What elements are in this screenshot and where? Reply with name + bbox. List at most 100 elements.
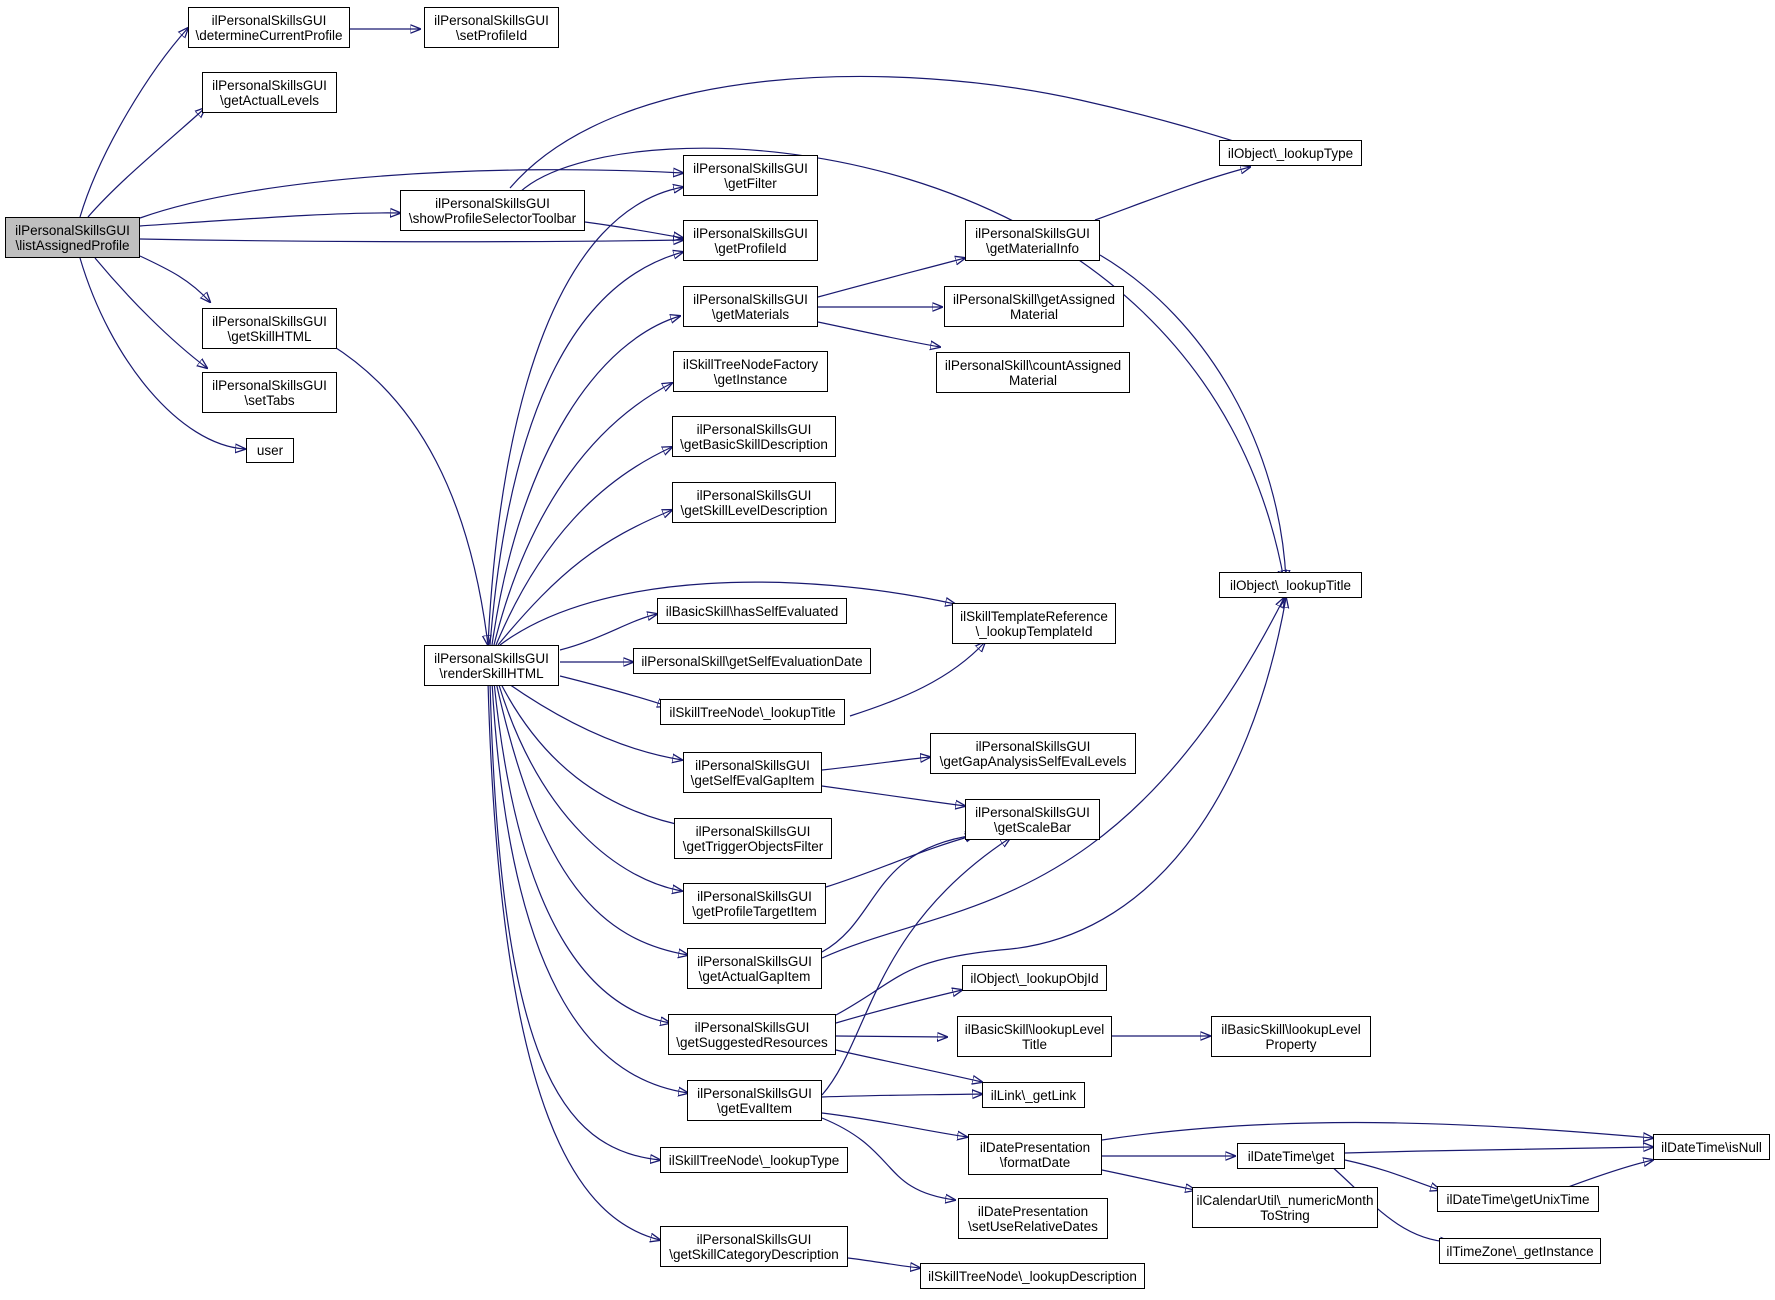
node-object-lookup-title[interactable]: ilObject\_lookupTitle: [1219, 572, 1362, 598]
node-label: ilPersonalSkillsGUI: [434, 650, 549, 666]
edge: [497, 510, 672, 646]
node-label: ilPersonalSkillsGUI: [693, 160, 808, 176]
node-list-assigned-profile[interactable]: ilPersonalSkillsGUI\listAssignedProfile: [5, 217, 140, 258]
edge: [489, 252, 683, 646]
node-get-skill-html[interactable]: ilPersonalSkillsGUI\getSkillHTML: [202, 308, 337, 349]
node-date-time-get[interactable]: ilDateTime\get: [1237, 1143, 1345, 1169]
node-set-profile-id[interactable]: ilPersonalSkillsGUI\setProfileId: [424, 7, 559, 48]
node-get-skill-category-description[interactable]: ilPersonalSkillsGUI\getSkillCategoryDesc…: [660, 1226, 848, 1267]
node-label: ilSkillTreeNodeFactory: [682, 356, 819, 372]
node-get-scale-bar[interactable]: ilPersonalSkillsGUI\getScaleBar: [965, 799, 1100, 840]
edges: [79, 28, 1653, 1268]
node-label: ilObject\_lookupType: [1227, 145, 1354, 161]
node-get-profile-target-item[interactable]: ilPersonalSkillsGUI\getProfileTargetItem: [683, 883, 826, 924]
node-set-use-relative-dates[interactable]: ilDatePresentation\setUseRelativeDates: [958, 1198, 1108, 1239]
node-get-gap-analysis-self-eval-levels[interactable]: ilPersonalSkillsGUI\getGapAnalysisSelfEv…: [930, 733, 1136, 774]
node-determine-current-profile[interactable]: ilPersonalSkillsGUI\determineCurrentProf…: [188, 7, 350, 48]
edge: [821, 757, 930, 771]
node-format-date[interactable]: ilDatePresentation\formatDate: [968, 1134, 1102, 1175]
edge: [519, 147, 1284, 580]
edge: [493, 681, 670, 1023]
node-label: ilSkillTreeNode\_lookupType: [668, 1152, 840, 1168]
edge: [497, 681, 682, 891]
node-object-lookup-type[interactable]: ilObject\_lookupType: [1219, 140, 1362, 166]
node-get-actual-levels[interactable]: ilPersonalSkillsGUI\getActualLevels: [202, 72, 337, 113]
node-label: ilBasicSkill\hasSelfEvaluated: [665, 603, 839, 619]
node-label: \setTabs: [244, 392, 295, 408]
node-label: ilBasicSkill\lookupLevel: [964, 1021, 1105, 1037]
node-label: \showProfileSelectorToolbar: [408, 210, 577, 226]
node-label: ilSkillTemplateReference: [960, 608, 1108, 624]
node-get-unix-time[interactable]: ilDateTime\getUnixTime: [1437, 1186, 1599, 1212]
node-lookup-obj-id[interactable]: ilObject\_lookupObjId: [962, 965, 1107, 991]
node-show-profile-selector-toolbar[interactable]: ilPersonalSkillsGUI\showProfileSelectorT…: [400, 190, 585, 231]
node-get-actual-gap-item[interactable]: ilPersonalSkillsGUI\getActualGapItem: [687, 948, 822, 989]
edge: [821, 835, 975, 953]
edge: [559, 614, 657, 651]
edge: [821, 1112, 967, 1137]
node-get-basic-skill-description[interactable]: ilPersonalSkillsGUI\getBasicSkillDescrip…: [672, 416, 836, 457]
node-get-skill-level-description[interactable]: ilPersonalSkillsGUI\getSkillLevelDescrip…: [672, 482, 836, 523]
edge: [821, 785, 965, 806]
node-has-self-evaluated[interactable]: ilBasicSkill\hasSelfEvaluated: [657, 598, 847, 624]
node-skill-tree-node-lookup-title[interactable]: ilSkillTreeNode\_lookupTitle: [660, 699, 845, 725]
edge: [559, 675, 667, 706]
node-label: \getSkillHTML: [227, 328, 312, 344]
node-set-tabs[interactable]: ilPersonalSkillsGUI\setTabs: [202, 372, 337, 413]
edge: [1099, 254, 1286, 580]
node-get-self-eval-gap-item[interactable]: ilPersonalSkillsGUI\getSelfEvalGapItem: [683, 752, 822, 793]
edge: [825, 835, 975, 888]
node-label: Property: [1265, 1036, 1317, 1052]
node-get-link[interactable]: ilLink\_getLink: [982, 1082, 1085, 1108]
edge: [139, 239, 683, 242]
node-is-null[interactable]: ilDateTime\isNull: [1653, 1134, 1770, 1160]
node-label: ilPersonalSkillsGUI: [693, 291, 808, 307]
node-label: ilPersonalSkillsGUI: [696, 421, 812, 437]
edge: [79, 28, 188, 218]
node-get-eval-item[interactable]: ilPersonalSkillsGUI\getEvalItem: [687, 1080, 822, 1121]
node-label: ilPersonalSkillsGUI: [434, 12, 549, 28]
edge: [817, 321, 940, 347]
edge: [139, 255, 210, 302]
node-label: ilDateTime\get: [1247, 1148, 1335, 1164]
edge: [821, 1117, 955, 1200]
node-label: ilPersonalSkill\countAssigned: [944, 357, 1122, 373]
edge: [835, 1036, 947, 1037]
edge: [491, 681, 688, 1093]
node-label: ToString: [1260, 1207, 1310, 1223]
edge: [849, 642, 985, 717]
node-get-trigger-objects-filter[interactable]: ilPersonalSkillsGUI\getTriggerObjectsFil…: [674, 818, 832, 859]
node-timezone-get-instance[interactable]: ilTimeZone\_getInstance: [1439, 1238, 1601, 1264]
node-lookup-description[interactable]: ilSkillTreeNode\_lookupDescription: [920, 1263, 1145, 1289]
edge: [1559, 1160, 1653, 1191]
node-render-skill-html[interactable]: ilPersonalSkillsGUI\renderSkillHTML: [424, 645, 559, 686]
node-get-materials[interactable]: ilPersonalSkillsGUI\getMaterials: [683, 286, 818, 327]
node-label: \getTriggerObjectsFilter: [682, 838, 824, 854]
node-get-filter[interactable]: ilPersonalSkillsGUI\getFilter: [683, 155, 818, 196]
node-skill-tree-node-factory-get-instance[interactable]: ilSkillTreeNodeFactory\getInstance: [673, 351, 828, 392]
node-label: \_lookupTemplateId: [975, 623, 1093, 639]
edge: [1101, 1121, 1653, 1140]
node-label: ilPersonalSkillsGUI: [697, 888, 812, 904]
node-lookup-template-id[interactable]: ilSkillTemplateReference\_lookupTemplate…: [952, 603, 1116, 644]
node-skill-tree-node-lookup-type[interactable]: ilSkillTreeNode\_lookupType: [660, 1147, 848, 1173]
node-label: ilPersonalSkillsGUI: [975, 225, 1090, 241]
node-get-profile-id[interactable]: ilPersonalSkillsGUI\getProfileId: [683, 220, 818, 261]
node-label: ilDateTime\isNull: [1661, 1139, 1762, 1155]
node-label: ilPersonalSkill\getAssigned: [952, 291, 1116, 307]
node-user[interactable]: user: [246, 438, 294, 463]
node-label: ilObject\_lookupTitle: [1229, 577, 1352, 593]
node-get-material-info[interactable]: ilPersonalSkillsGUI\getMaterialInfo: [965, 220, 1100, 261]
edge: [487, 187, 683, 646]
node-get-self-evaluation-date[interactable]: ilPersonalSkill\getSelfEvaluationDate: [633, 648, 871, 674]
node-label: Title: [1021, 1036, 1047, 1052]
node-label: \getGapAnalysisSelfEvalLevels: [939, 753, 1127, 769]
node-label: \getInstance: [713, 371, 788, 387]
node-get-suggested-resources[interactable]: ilPersonalSkillsGUI\getSuggestedResource…: [668, 1014, 836, 1055]
